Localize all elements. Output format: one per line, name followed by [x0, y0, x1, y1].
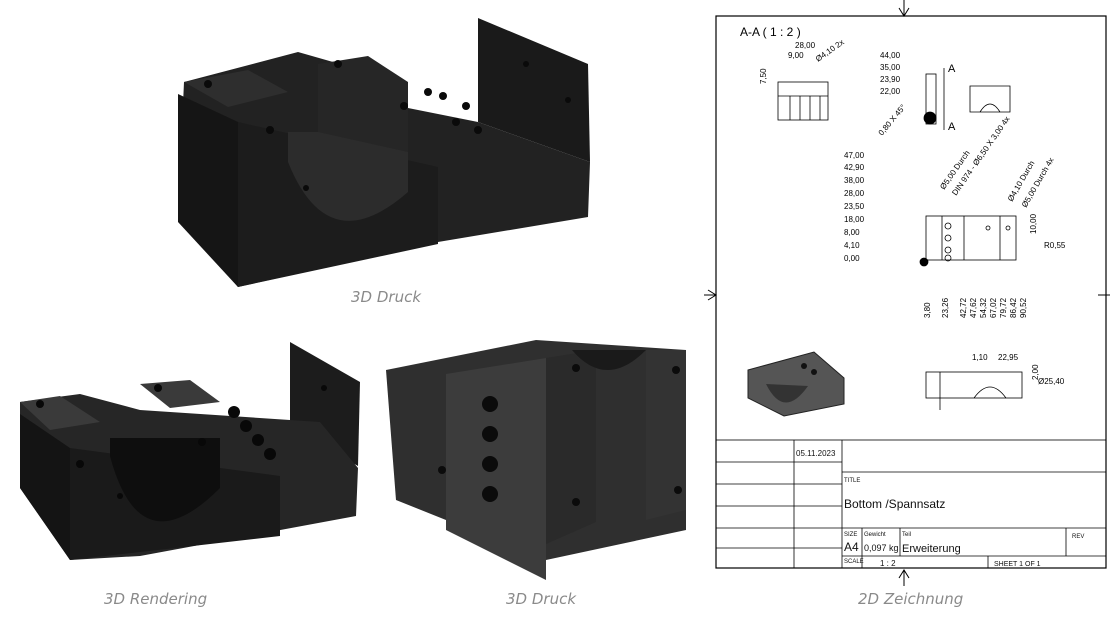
title-block-weight: 0,097 kg — [864, 543, 899, 553]
dim-bottom-8: 86,42 — [1009, 297, 1018, 318]
plan-view — [919, 215, 1017, 267]
caption-3d-druck-top: 3D Druck — [351, 288, 422, 306]
iso-view — [747, 351, 845, 417]
dim-bottom-5: 54,32 — [979, 297, 988, 318]
render-3d — [20, 338, 362, 566]
photo-3d-print-bottom — [386, 330, 688, 584]
title-block-scale: 1 : 2 — [880, 559, 896, 568]
dim-right-10: 10,00 — [1029, 213, 1038, 234]
title-block-scale-label: SCALE — [844, 559, 864, 565]
dim-side-35: 35,00 — [880, 63, 901, 72]
side-view — [923, 68, 1011, 130]
title-block-weight-label: Gewicht — [864, 532, 886, 538]
section-marker-top: A — [948, 63, 956, 75]
dim-lower-1-1: 1,10 — [972, 353, 988, 362]
dim-bottom-4: 47,62 — [969, 297, 978, 318]
section-marker-bottom: A — [948, 121, 956, 133]
title-block-sheet: SHEET 1 OF 1 — [994, 561, 1041, 568]
dim-side-23-9: 23,90 — [880, 75, 901, 84]
dim-side-22: 22,00 — [880, 87, 901, 96]
title-block-date: 05.11.2023 — [796, 449, 836, 458]
dim-bottom-6: 67,02 — [989, 297, 998, 318]
dim-bottom-2: 23,26 — [941, 297, 950, 318]
dim-right-radius: R0,55 — [1044, 241, 1066, 250]
dim-detail-28: 28,00 — [795, 41, 816, 50]
section-label: A-A ( 1 : 2 ) — [740, 25, 801, 39]
caption-3d-druck-bottom: 3D Druck — [506, 590, 577, 608]
title-block-size-label: SIZE — [844, 532, 857, 538]
dim-bottom-3: 42,72 — [959, 297, 968, 318]
lower-section-view — [925, 371, 1023, 410]
title-block-size: A4 — [844, 540, 859, 554]
dim-left-23-5: 23,50 — [844, 202, 865, 211]
dim-detail-7-5: 7,50 — [759, 68, 768, 84]
bottom-dimension-labels: 3,80 23,26 42,72 47,62 54,32 67,02 79,72… — [923, 297, 1028, 318]
dim-bottom-9: 90,52 — [1019, 297, 1028, 318]
dim-left-4-1: 4,10 — [844, 241, 860, 250]
title-block — [715, 439, 1107, 569]
dim-detail-9: 9,00 — [788, 51, 804, 60]
dim-lower-22-95: 22,95 — [998, 353, 1019, 362]
detail-view — [777, 81, 829, 121]
caption-3d-rendering: 3D Rendering — [104, 590, 208, 608]
title-block-title-label: TITLE — [844, 478, 860, 484]
title-block-title: Bottom /Spannsatz — [844, 497, 945, 511]
dim-left-38: 38,00 — [844, 176, 865, 185]
title-block-part: Erweiterung — [902, 543, 961, 555]
dim-left-8: 8,00 — [844, 228, 860, 237]
title-block-part-label: Teil — [902, 532, 911, 538]
dim-side-44: 44,00 — [880, 51, 901, 60]
dim-left-28: 28,00 — [844, 189, 865, 198]
dim-bottom-1: 3,80 — [923, 302, 932, 318]
dim-left-18: 18,00 — [844, 215, 865, 224]
technical-drawing-sheet: A-A ( 1 : 2 ) 28,00 9,00 7,50 Ø4,10 2x 4… — [704, 0, 1110, 626]
dim-lower-2: 2,00 — [1031, 364, 1040, 380]
dim-left-42-9: 42,90 — [844, 163, 865, 172]
dim-left-47: 47,00 — [844, 151, 865, 160]
photo-3d-print-top — [178, 12, 598, 294]
title-block-rev-label: REV — [1072, 534, 1084, 540]
dim-left-0: 0,00 — [844, 254, 860, 263]
dim-lower-diameter: Ø25,40 — [1038, 377, 1065, 386]
caption-2d-zeichnung: 2D Zeichnung — [858, 590, 964, 608]
dim-bottom-7: 79,72 — [999, 297, 1008, 318]
